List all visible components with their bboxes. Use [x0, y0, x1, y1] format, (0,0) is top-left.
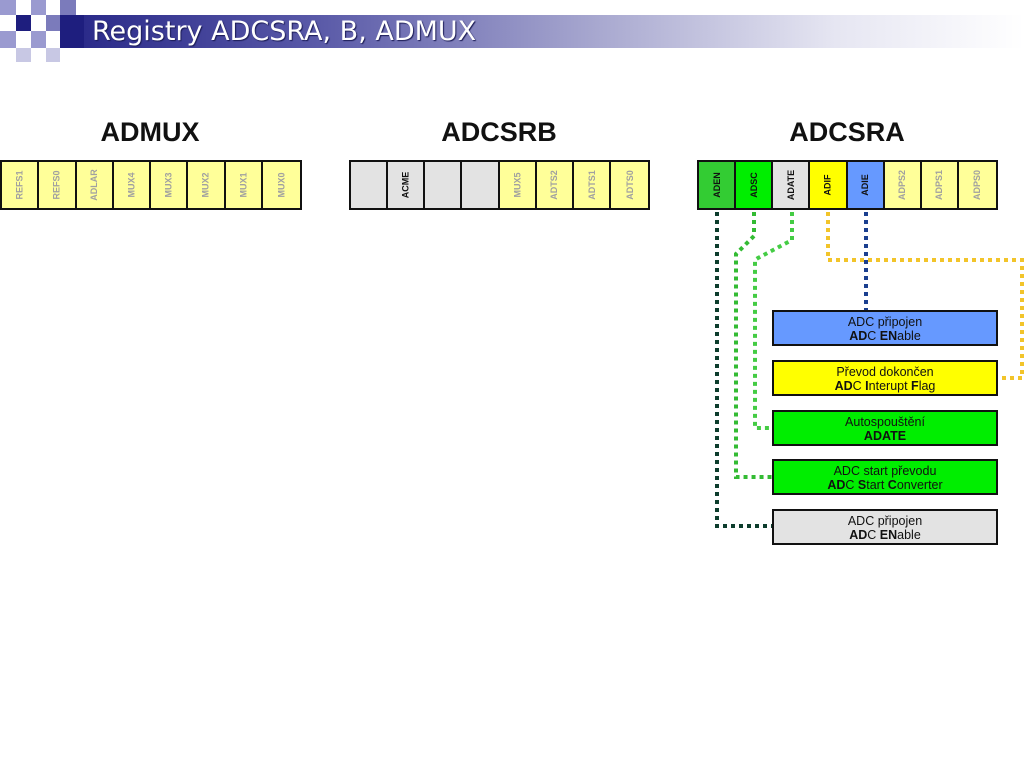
- register-title-adcsrb: ADCSRB: [441, 117, 557, 147]
- info-box-adate: Autospouštění ADATE: [772, 410, 998, 446]
- register-bit-acme: ACME: [388, 162, 426, 208]
- connector-adsc: [734, 212, 772, 479]
- info-box-line2: ADC Interupt Flag: [774, 379, 996, 393]
- register-bit-adts1: ADTS1: [573, 162, 611, 208]
- register-bit-mux4: MUX4: [113, 162, 151, 208]
- connector-adif: [826, 212, 1024, 380]
- info-box-line2-part: C: [867, 329, 880, 343]
- header-logo-squares: [0, 0, 84, 62]
- connector-aden: [715, 212, 772, 528]
- connector-adate: [753, 212, 794, 430]
- info-box-line2-part: EN: [879, 528, 898, 542]
- info-box-line2-part: AD: [849, 528, 868, 542]
- info-box-line1: ADC start převodu: [833, 464, 937, 478]
- info-box-line2-part: ADATE: [863, 429, 907, 443]
- register-bit-refs1: REFS1: [2, 162, 40, 208]
- register-bit-mux1: MUX1: [225, 162, 263, 208]
- info-box-line2: ADC ENable: [774, 329, 996, 343]
- info-box-line2: ADC ENable: [774, 528, 996, 542]
- info-box-line2-part: C: [867, 528, 880, 542]
- register-bit-adsc: ADSC: [736, 162, 774, 208]
- register-title-admux: ADMUX: [100, 117, 200, 147]
- register-bit-aden: ADEN: [699, 162, 737, 208]
- info-box-line2-part: lag: [918, 379, 936, 393]
- info-box-line2-part: able: [897, 528, 921, 542]
- info-box-line2-part: AD: [834, 379, 853, 393]
- register-bit-adts0: ADTS0: [610, 162, 648, 208]
- info-box-line2-part: F: [911, 379, 919, 393]
- register-bit-adps0: ADPS0: [958, 162, 996, 208]
- register-bit-mux0: MUX0: [262, 162, 300, 208]
- info-box-line2-part: I: [865, 379, 869, 393]
- info-box-adif: Převod dokončen ADC Interupt Flag: [772, 360, 998, 396]
- info-box-adie: ADC připojen ADC ENable: [772, 310, 998, 346]
- info-box-line2-part: able: [897, 329, 921, 343]
- info-box-line2-part: C: [887, 478, 897, 492]
- register-bit-adate: ADATE: [773, 162, 811, 208]
- register-bit-adie: ADIE: [847, 162, 885, 208]
- info-box-line2-part: onverter: [896, 478, 943, 492]
- register-bit-mux2: MUX2: [188, 162, 226, 208]
- header-bar: Registry ADCSRA, B, ADMUX: [0, 0, 1024, 62]
- info-box-line2-part: C: [852, 379, 866, 393]
- register-bit-refs0: REFS0: [39, 162, 77, 208]
- info-box-line2-part: AD: [849, 329, 868, 343]
- info-box-line1: Autospouštění: [845, 415, 925, 429]
- info-box-line2-part: AD: [827, 478, 846, 492]
- register-bit-reserved: [462, 162, 500, 208]
- register-bit-reserved: [425, 162, 463, 208]
- register-bit-adlar: ADLAR: [76, 162, 114, 208]
- info-box-line1: ADC připojen: [847, 514, 923, 528]
- info-box-line2: ADC Start Converter: [774, 478, 996, 492]
- info-box-line2-part: tart: [866, 478, 888, 492]
- register-title-adcsra: ADCSRA: [789, 117, 905, 147]
- info-box-aden: ADC připojen ADC ENable: [772, 509, 998, 545]
- info-box-line1: Převod dokončen: [836, 365, 934, 379]
- slide-title: Registry ADCSRA, B, ADMUX: [92, 16, 477, 47]
- register-bit-mux3: MUX3: [151, 162, 189, 208]
- register-bit-reserved: [351, 162, 389, 208]
- info-box-line2: ADATE: [774, 429, 996, 443]
- register-bit-adts2: ADTS2: [536, 162, 574, 208]
- register-bit-adif: ADIF: [810, 162, 848, 208]
- register-bit-adps1: ADPS1: [921, 162, 959, 208]
- info-box-line1: ADC připojen: [847, 315, 923, 329]
- info-box-line2-part: nterupt: [868, 379, 912, 393]
- info-box-line2-part: C: [845, 478, 858, 492]
- header-gradient-band: [84, 15, 1024, 48]
- info-box-line2-part: S: [857, 478, 867, 492]
- info-box-line2-part: EN: [879, 329, 898, 343]
- register-bit-adps2: ADPS2: [884, 162, 922, 208]
- info-box-adsc: ADC start převodu ADC Start Converter: [772, 459, 998, 495]
- register-bit-mux5: MUX5: [499, 162, 537, 208]
